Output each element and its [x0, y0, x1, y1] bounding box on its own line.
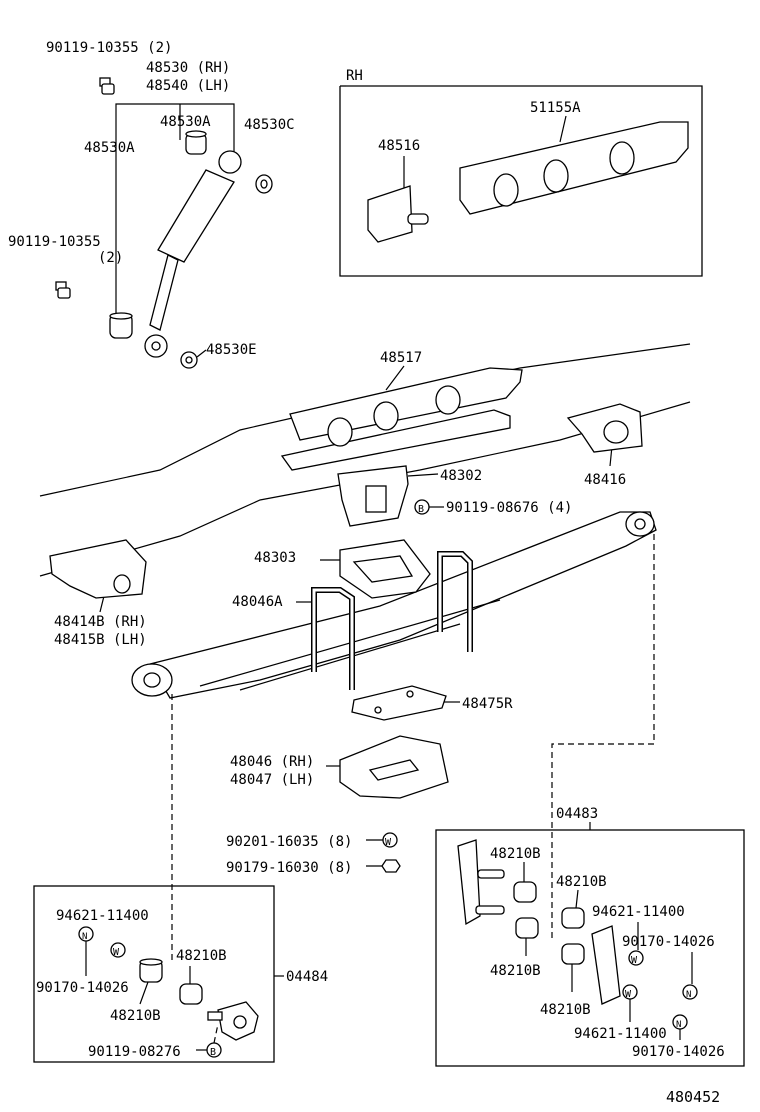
label-shock-rh: 48530 (RH): [146, 60, 230, 76]
label-rear-nut-2: 90170-14026: [632, 1044, 725, 1060]
crossmember-icon: [280, 367, 523, 471]
bolt-icon: [99, 77, 115, 95]
spacer-icon: [339, 539, 431, 599]
bolt-symbol-icon: B: [196, 1023, 222, 1058]
washer-icon: [255, 174, 273, 194]
label-bracket-front-lh: 48415B (LH): [54, 632, 147, 648]
svg-text:W: W: [631, 955, 638, 966]
washer-symbol-icon: W: [110, 942, 126, 958]
label-crossmember-rh: 51155A: [530, 100, 581, 116]
label-front-washer: 94621-11400: [56, 908, 149, 924]
bushing-icon: [561, 943, 585, 992]
washer-symbol-icon: W: [366, 832, 398, 848]
svg-text:W: W: [625, 989, 632, 1000]
label-rear-washer-2: 94621-11400: [574, 1026, 667, 1042]
shock-absorber-group: 90119-10355 (2) 48530 (RH) 48540 (LH) 48…: [8, 40, 295, 369]
shock-absorber-icon: [144, 150, 242, 358]
hanger-icon: [566, 403, 643, 453]
label-bush-a-top: 48530A: [160, 114, 211, 130]
label-bush-c: 48530C: [244, 117, 295, 133]
label-bolt-upper: 90119-10355 (2): [46, 40, 172, 56]
label-shock-lh: 48540 (LH): [146, 78, 230, 94]
spring-seat-lower-icon: [339, 735, 449, 799]
nut-symbol-icon: N: [672, 1014, 688, 1040]
label-rear-bush-3: 48210B: [490, 963, 541, 979]
label-bolt-seat: 90119-08676 (4): [446, 500, 572, 516]
label-bolt-lower: 90119-10355: [8, 234, 101, 250]
kit-04484-box: 04484 94621-11400 90170-14026 N W 48210B…: [33, 885, 328, 1063]
bolt-icon: [55, 281, 71, 299]
label-bush-a-left: 48530A: [84, 140, 135, 156]
frame-group: 48517 48416 48302 90119-08676 (4) B 4841…: [39, 343, 691, 648]
label-bolt-lower-qty: (2): [98, 250, 123, 266]
label-washer: 90201-16035 (8): [226, 834, 352, 850]
label-spacer: 48303: [254, 550, 296, 566]
svg-text:N: N: [82, 932, 87, 942]
bushing-icon: [179, 966, 203, 1005]
label-plate: 48475R: [462, 696, 513, 712]
bushing-icon: [139, 958, 163, 1005]
spring-seat-upper-icon: [337, 465, 409, 527]
washer-symbol-icon: W: [622, 984, 638, 1022]
washer-symbol-icon: W: [628, 950, 644, 966]
bolt-symbol-icon: B: [414, 499, 444, 515]
label-crossmember: 48517: [380, 350, 422, 366]
bushing-icon: [109, 312, 133, 339]
u-bolt-icon: [311, 551, 473, 690]
washer-icon: [180, 349, 207, 369]
label-front-bolt: 90119-08276: [88, 1044, 181, 1060]
label-seat-upper: 48302: [440, 468, 482, 484]
shackle-plate-icon: [457, 839, 505, 926]
label-front-bush-2: 48210B: [110, 1008, 161, 1024]
leaf-spring-icon: [131, 511, 657, 699]
label-seat-lower-lh: 48047 (LH): [230, 772, 314, 788]
label-bracket-front-rh: 48414B (RH): [54, 614, 147, 630]
bracket-rh-icon: [367, 185, 429, 243]
label-rear-bush-1: 48210B: [490, 846, 541, 862]
shock-bracket-line: [115, 103, 235, 320]
label-kit-front: 04484: [286, 969, 328, 985]
shackle-bolt-icon: [207, 1001, 259, 1041]
svg-text:B: B: [210, 1047, 216, 1058]
leaf-spring-group: 48303 48046A 48475R 48046 (RH) 48047 (LH…: [131, 511, 657, 876]
bracket-front-icon: [49, 539, 147, 599]
nut-icon: [366, 859, 401, 873]
label-rear-washer-1: 94621-11400: [592, 904, 685, 920]
label-rear-nut-1: 90170-14026: [622, 934, 715, 950]
bushing-icon: [561, 907, 585, 929]
label-seat-lower-rh: 48046 (RH): [230, 754, 314, 770]
label-ubolt: 48046A: [232, 594, 283, 610]
label-rear-bush-4: 48210B: [540, 1002, 591, 1018]
shackle-plate-icon: [591, 925, 621, 1005]
svg-text:N: N: [676, 1020, 681, 1030]
diagram-number: 480452: [666, 1088, 720, 1106]
svg-text:W: W: [385, 837, 392, 848]
label-kit-rear: 04483: [556, 806, 598, 822]
plate-icon: [351, 685, 447, 721]
crossmember-rh-icon: [459, 121, 689, 215]
label-hanger: 48416: [584, 472, 626, 488]
rh-detail-box: RH 51155A 48516: [339, 68, 703, 277]
nut-symbol-icon: N: [78, 926, 94, 942]
bushing-icon: [515, 917, 539, 956]
label-rh: RH: [346, 68, 363, 84]
bushing-icon: [185, 130, 207, 155]
svg-text:B: B: [418, 504, 424, 515]
label-nut: 90179-16030 (8): [226, 860, 352, 876]
label-front-bush-1: 48210B: [176, 948, 227, 964]
label-rear-bush-2: 48210B: [556, 874, 607, 890]
bushing-icon: [513, 881, 537, 903]
label-bracket-rh: 48516: [378, 138, 420, 154]
kit-04483-box: 04483 48210B 48210B 48210B 48210B: [435, 806, 745, 1067]
leader-line-rear: [551, 534, 655, 940]
svg-text:W: W: [113, 947, 120, 958]
nut-symbol-icon: N: [682, 984, 698, 1000]
label-bush-e: 48530E: [206, 342, 257, 358]
svg-text:N: N: [686, 990, 691, 1000]
label-front-nut: 90170-14026: [36, 980, 129, 996]
